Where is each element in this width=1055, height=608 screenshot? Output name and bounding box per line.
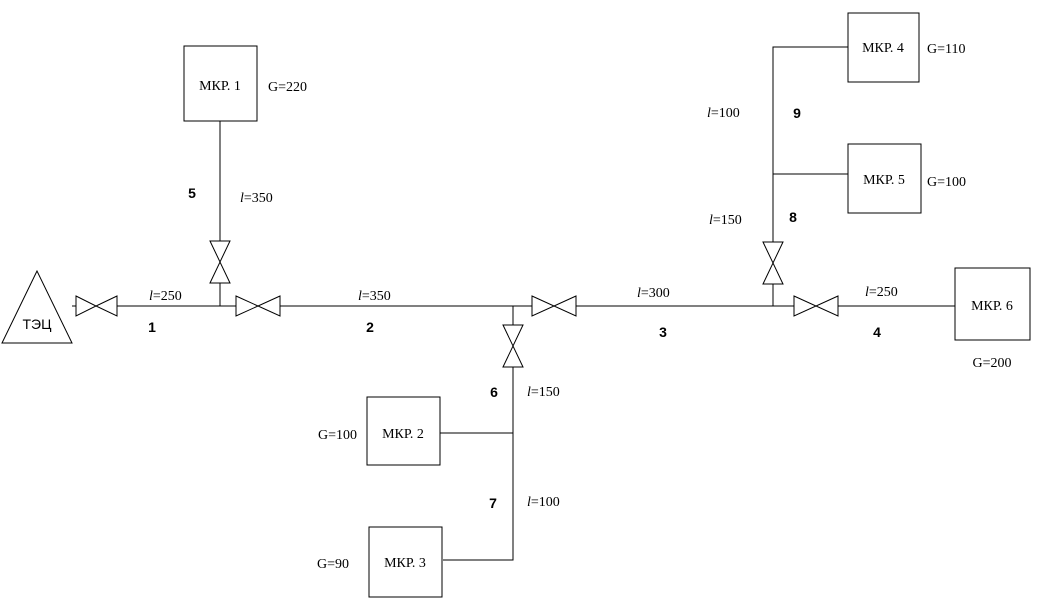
- section-9-length: l=100: [707, 106, 740, 121]
- branch-8-9-pipe: [772, 46, 848, 306]
- district-3-box: [368, 526, 443, 598]
- district-4-label: МКР. 4: [862, 41, 904, 56]
- section-1-length: l=250: [149, 289, 182, 304]
- valve-section-4: [793, 295, 839, 317]
- district-6-flow: G=200: [972, 356, 1011, 371]
- district-3: МКР. 3 G=90: [317, 526, 443, 598]
- section-6-length: l=150: [527, 385, 560, 400]
- district-6-box: [954, 267, 1031, 341]
- district-4: МКР. 4 G=110: [847, 12, 966, 83]
- section-4-length: l=250: [865, 285, 898, 300]
- district-3-flow: G=90: [317, 557, 349, 572]
- district-2-label: МКР. 2: [382, 427, 424, 442]
- source-label: ТЭЦ: [23, 316, 53, 332]
- valve-section-8: [762, 241, 784, 285]
- section-7-length: l=100: [527, 495, 560, 510]
- district-5-flow: G=100: [927, 175, 966, 190]
- section-7-number: 7: [489, 495, 497, 511]
- district-5-label: МКР. 5: [863, 173, 905, 188]
- district-4-box: [847, 12, 920, 83]
- section-9-number: 9: [793, 105, 801, 121]
- district-5-box: [847, 143, 922, 214]
- valve-section-2: [235, 295, 281, 317]
- valve-section-5: [209, 240, 231, 284]
- section-8-number: 8: [789, 209, 797, 225]
- section-1-number: 1: [148, 319, 156, 335]
- section-4-number: 4: [873, 324, 881, 340]
- valve-section-1: [75, 295, 118, 317]
- district-5: МКР. 5 G=100: [847, 143, 966, 214]
- district-3-label: МКР. 3: [384, 556, 426, 571]
- district-2: МКР. 2 G=100: [318, 396, 441, 466]
- valve-section-6: [502, 324, 524, 368]
- district-4-flow: G=110: [927, 42, 966, 57]
- district-1-box: [183, 45, 258, 122]
- section-3-number: 3: [659, 324, 667, 340]
- section-2-number: 2: [366, 319, 374, 335]
- district-2-flow: G=100: [318, 428, 357, 443]
- district-2-box: [366, 396, 441, 466]
- section-2-length: l=350: [358, 289, 391, 304]
- district-1-flow: G=220: [268, 80, 307, 95]
- district-6-label: МКР. 6: [971, 299, 1013, 314]
- branch-6-7-pipe: [443, 306, 514, 561]
- district-6: МКР. 6 G=200: [954, 267, 1031, 371]
- district-1-label: МКР. 1: [199, 79, 241, 94]
- valve-section-3: [531, 295, 577, 317]
- section-6-number: 6: [490, 384, 498, 400]
- section-8-length: l=150: [709, 213, 742, 228]
- district-1: МКР. 1 G=220: [183, 45, 307, 122]
- section-3-length: l=300: [637, 286, 670, 301]
- source-triangle: [1, 269, 73, 344]
- source-chp: ТЭЦ: [1, 269, 73, 344]
- section-5-number: 5: [188, 185, 196, 201]
- section-5-length: l=350: [240, 191, 273, 206]
